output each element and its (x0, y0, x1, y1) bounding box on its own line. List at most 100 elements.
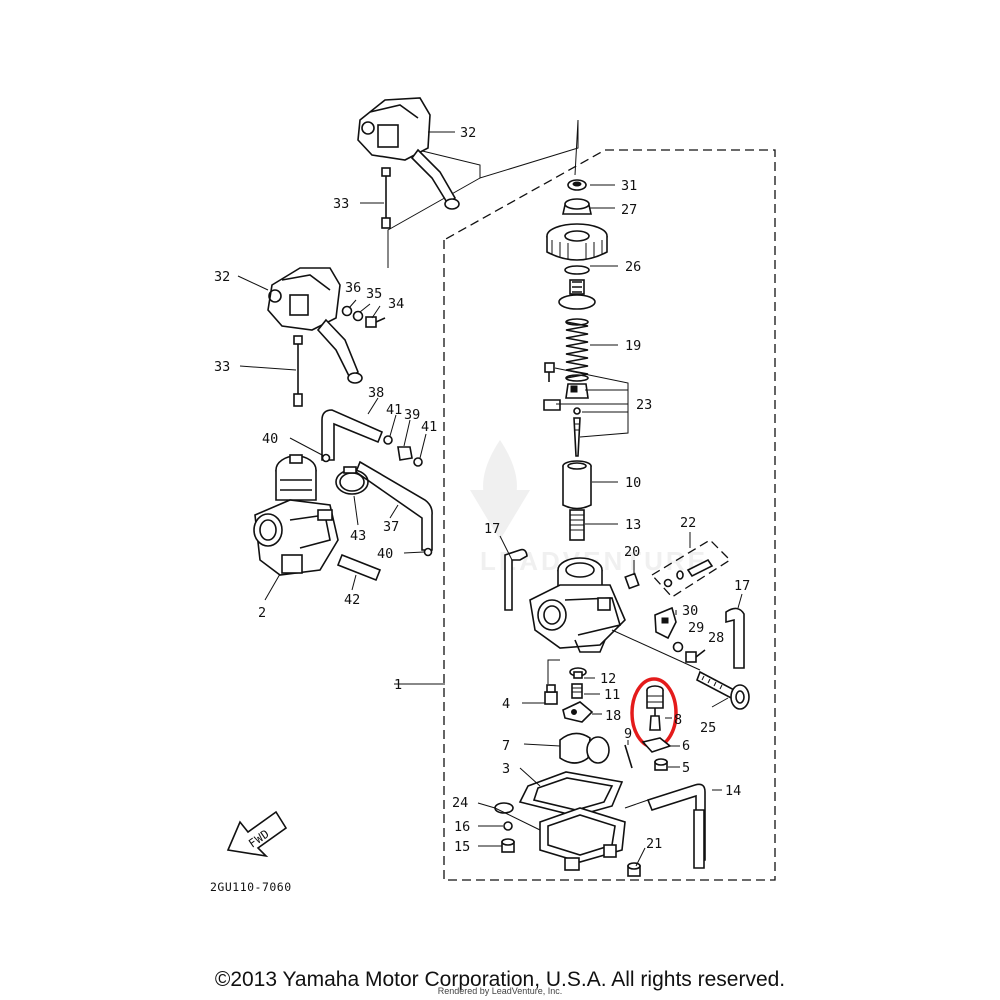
callout-41-b: 41 (421, 419, 437, 435)
float-bowl (539, 807, 626, 871)
callout-16: 16 (454, 819, 470, 835)
callout-38: 38 (368, 385, 384, 401)
pilot-screw-set-22 (650, 539, 732, 598)
callout-40-lower: 40 (377, 546, 393, 562)
callout-15: 15 (454, 839, 470, 855)
hose-42 (336, 553, 382, 582)
callout-37: 37 (383, 519, 399, 535)
callout-23: 23 (636, 397, 652, 413)
callout-28: 28 (708, 630, 724, 646)
callout-25: 25 (700, 720, 716, 736)
callout-33-top: 33 (333, 196, 349, 212)
pin-9 (624, 744, 633, 769)
callout-26: 26 (625, 259, 641, 275)
callout-3: 3 (502, 761, 510, 777)
callout-10: 10 (625, 475, 641, 491)
throttle-valve-10 (562, 460, 592, 510)
spring-19 (565, 318, 589, 382)
callout-13: 13 (625, 517, 641, 533)
assembly-boundary (443, 149, 776, 881)
clip-41-39 (383, 435, 423, 467)
diagram-code: 2GU110-7060 (210, 880, 292, 894)
callout-33-lower: 33 (214, 359, 230, 375)
gasket-24 (494, 802, 514, 814)
callout-21: 21 (646, 836, 662, 852)
callout-22: 22 (680, 515, 696, 531)
screw-28 (685, 649, 706, 663)
washer-35 (352, 310, 364, 322)
cap-31 (567, 179, 587, 191)
callout-41-a: 41 (386, 402, 402, 418)
callout-30: 30 (682, 603, 698, 619)
wire-33-top (381, 167, 391, 229)
callout-36: 36 (345, 280, 361, 296)
callout-43: 43 (350, 528, 366, 544)
callout-5: 5 (682, 760, 690, 776)
holder-18 (562, 701, 594, 723)
jet-20 (624, 572, 640, 590)
callout-9: 9 (624, 726, 632, 742)
needle-jet-13 (569, 509, 585, 541)
callout-40-upper: 40 (262, 431, 278, 447)
carburetor-body-1 (529, 557, 626, 653)
callout-19: 19 (625, 338, 641, 354)
link-line-32-31 (409, 119, 579, 179)
hose-38 (321, 409, 384, 461)
callout-29: 29 (688, 620, 704, 636)
callout-12: 12 (600, 671, 616, 687)
hose-14-end (693, 809, 705, 869)
float-7 (559, 732, 610, 764)
callout-17-left: 17 (484, 521, 500, 537)
callout-18: 18 (605, 708, 621, 724)
gasket-3-inner (532, 777, 614, 811)
carburetor-assembly-2 (253, 454, 339, 576)
callout-17-right: 17 (734, 578, 750, 594)
jet-11 (571, 683, 583, 699)
hose-17-right (725, 607, 745, 669)
washer-36 (341, 305, 353, 317)
clamp-43 (335, 466, 369, 495)
hose-17-left (504, 548, 528, 611)
screw-21 (627, 862, 641, 877)
callout-11: 11 (604, 687, 620, 703)
callout-8: 8 (674, 712, 682, 728)
seal-27 (562, 198, 592, 215)
float-valve-8 (646, 685, 664, 731)
callout-27: 27 (621, 202, 637, 218)
callout-35: 35 (366, 286, 382, 302)
clip-40-lower (423, 547, 433, 557)
callout-31: 31 (621, 178, 637, 194)
o-ring-26 (564, 265, 590, 275)
wire-33-lower (293, 335, 303, 407)
starter-plunger-25 (696, 670, 750, 710)
callout-7: 7 (502, 738, 510, 754)
copyright-notice: ©2013 Yamaha Motor Corporation, U.S.A. A… (214, 968, 786, 991)
screw-5 (654, 758, 668, 771)
callout-1: 1 (394, 677, 402, 693)
callout-labels: 32 33 31 27 26 19 23 10 13 22 20 17 17 3… (214, 125, 750, 855)
rendered-by-notice: Rendered by LeadVenture, Inc. (437, 986, 563, 996)
callout-20: 20 (624, 544, 640, 560)
spring-seat (558, 279, 596, 310)
clip-40-upper (321, 453, 331, 463)
leader-lines (237, 131, 743, 867)
washer-12 (569, 667, 587, 679)
screw-15 (501, 838, 515, 853)
callout-6: 6 (682, 738, 690, 754)
callout-42: 42 (344, 592, 360, 608)
callout-2: 2 (258, 605, 266, 621)
callout-32-top: 32 (460, 125, 476, 141)
callout-14: 14 (725, 783, 741, 799)
main-jet-4 (544, 684, 558, 705)
bracket-30 (654, 606, 677, 640)
callout-34: 34 (388, 296, 404, 312)
jet-needle-set-23 (543, 362, 589, 457)
screw-34 (365, 316, 386, 328)
fwd-arrow-icon: FWD (226, 810, 288, 858)
callout-32-lower: 32 (214, 269, 230, 285)
washer-16 (503, 821, 513, 831)
throttle-sensor-lower (267, 267, 363, 384)
top-cap-26 (546, 223, 608, 261)
callout-24: 24 (452, 795, 468, 811)
